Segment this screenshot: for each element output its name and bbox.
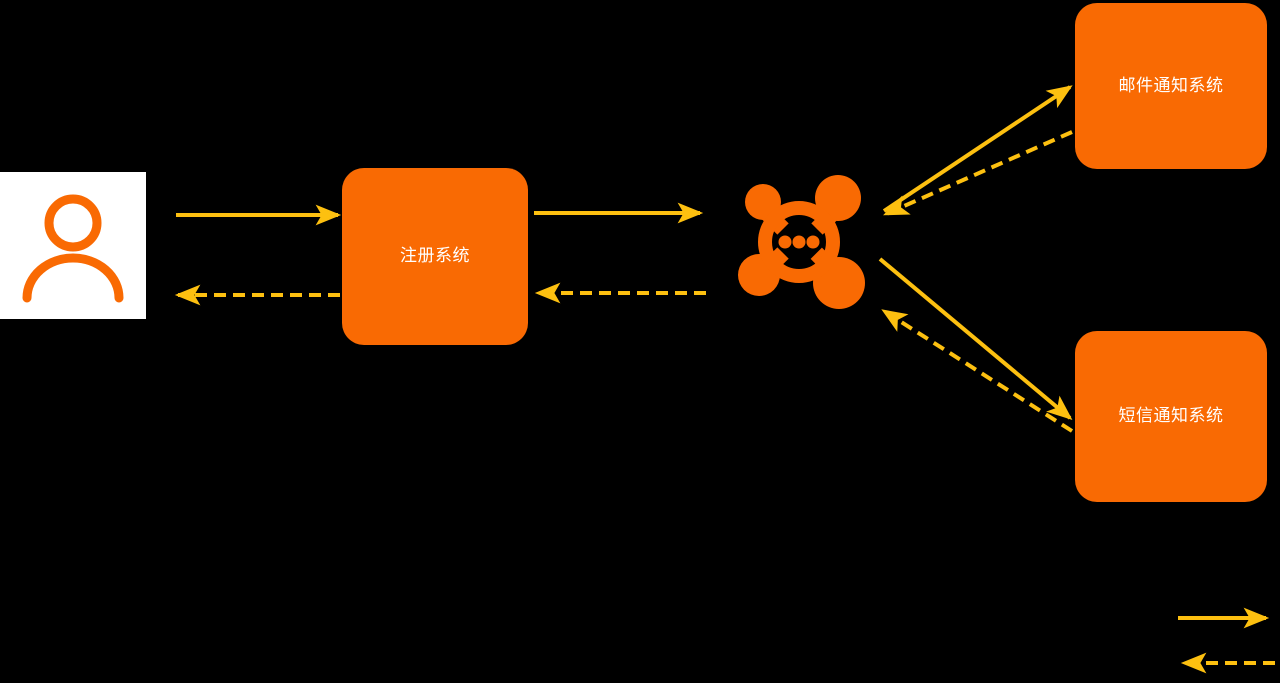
legend — [1160, 600, 1280, 680]
user-avatar-icon — [22, 194, 124, 302]
node-registration-system-label: 注册系统 — [400, 246, 470, 267]
edge-queue-to-email — [882, 85, 1073, 213]
node-message-queue[interactable] — [735, 170, 865, 310]
node-email-notification-system[interactable]: 邮件通知系统 — [1075, 3, 1267, 169]
edge-email-to-queue — [883, 130, 1073, 216]
node-user-avatar[interactable] — [0, 172, 146, 319]
edge-queue-to-sms — [878, 257, 1073, 421]
node-sms-notification-system[interactable]: 短信通知系统 — [1075, 331, 1267, 502]
message-queue-hub-icon — [738, 175, 865, 309]
node-email-notification-system-label: 邮件通知系统 — [1118, 75, 1224, 96]
node-sms-notification-system-label: 短信通知系统 — [1118, 406, 1224, 427]
edge-sms-to-queue — [881, 309, 1074, 433]
node-registration-system[interactable]: 注册系统 — [342, 168, 528, 345]
